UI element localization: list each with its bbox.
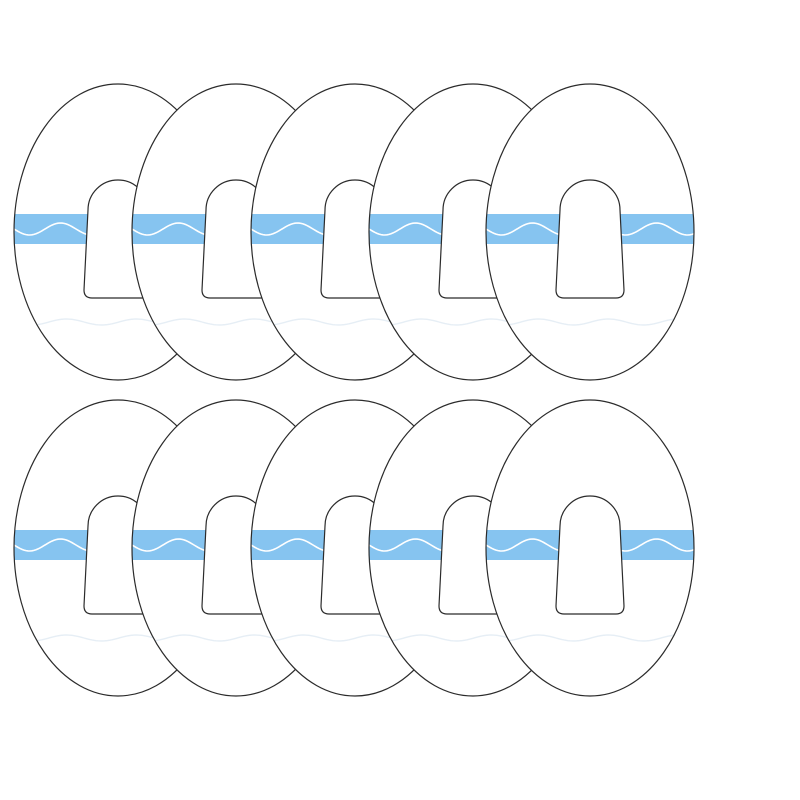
adhesive-patch <box>485 399 695 697</box>
faint-wave-line <box>486 634 694 642</box>
adhesive-patch <box>485 83 695 381</box>
patch-outline <box>485 83 695 381</box>
faint-wave-line <box>486 318 694 326</box>
keyhole-cutout <box>555 495 625 615</box>
keyhole-cutout <box>555 179 625 299</box>
patch-outline <box>485 399 695 697</box>
